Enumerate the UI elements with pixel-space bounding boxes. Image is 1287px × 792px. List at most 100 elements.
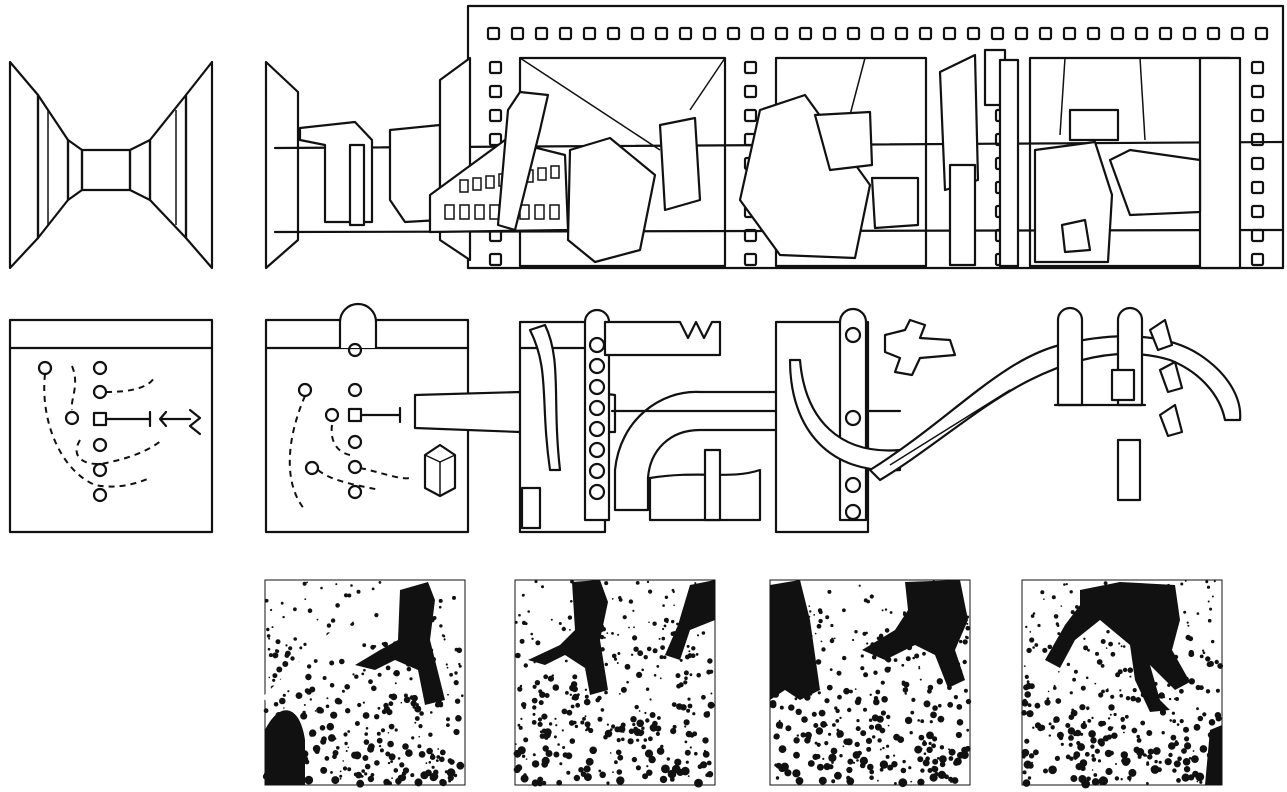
grain [875,689,881,695]
grain [638,729,645,736]
grain [860,654,864,658]
grain [316,706,323,714]
grain [537,776,544,783]
grain [1065,723,1071,728]
grain [452,595,456,600]
grain [919,678,922,681]
grain [632,635,638,641]
sprocket-hole [1230,26,1245,41]
grain [1136,738,1142,743]
grain [914,653,920,659]
grain [948,776,954,782]
grain [1171,711,1175,715]
sprocket-hole [942,26,957,41]
grain [300,712,308,720]
grain [531,697,538,704]
window [459,179,469,193]
grain [860,730,867,737]
grain [1106,734,1112,740]
grain [1080,732,1084,736]
bead [588,357,606,375]
grain [634,704,639,710]
grain [412,705,416,709]
grain [520,717,523,721]
grain [1211,595,1214,598]
grain [379,748,384,753]
sprocket-hole [1086,26,1101,41]
grain [1022,779,1031,787]
grain [1205,580,1209,584]
grain [683,719,690,726]
grain [922,651,926,656]
grain [842,745,845,748]
grain [930,711,937,719]
grain [566,770,571,775]
grain [1199,654,1204,659]
grain [877,738,882,743]
grain [1079,704,1086,711]
grain [1158,692,1165,699]
grain [785,725,792,732]
grain [947,701,954,708]
grain [553,751,560,758]
grain [271,626,274,629]
grain [684,749,691,756]
grain [1027,703,1032,708]
grain [1066,662,1071,667]
grain [643,655,648,660]
grain [1032,646,1035,649]
grain [548,722,553,726]
grain [385,665,391,671]
grain [707,701,715,709]
grain [1184,742,1192,750]
grain [521,620,527,626]
grain [611,653,617,659]
grain [1188,636,1194,642]
grain [1152,747,1161,755]
sprocket-hole [1206,26,1221,41]
grain [931,765,938,772]
grain [376,731,381,736]
grain [521,754,526,758]
grain [345,708,351,714]
grain [1163,696,1166,699]
grain [304,598,307,601]
grain [267,647,271,651]
grain [643,738,648,742]
grain [270,608,273,612]
grain [426,747,433,755]
grain [707,658,713,664]
grain [775,776,780,780]
grain [648,589,653,594]
grain [1183,766,1191,773]
grain [374,760,380,766]
grain [518,725,523,730]
grain [601,627,606,632]
sprocket-hole [846,26,861,41]
grain [920,719,925,724]
grain [588,727,594,734]
grain [706,760,712,766]
grain [282,615,285,619]
grain [305,673,312,681]
grain [445,663,448,666]
grain [409,677,413,681]
grain [438,605,442,609]
grain [362,712,370,719]
grain [1168,752,1173,758]
grain [1074,757,1077,761]
grain [530,632,533,636]
grain [523,663,528,668]
grain [523,737,529,743]
grain [642,773,649,780]
grain [354,674,359,679]
grain [574,724,579,729]
grain [1034,643,1039,647]
grain [1180,582,1184,586]
grain [416,779,420,784]
grain [829,668,833,671]
grain [1095,651,1099,656]
grain [391,777,393,779]
grain [430,772,439,781]
